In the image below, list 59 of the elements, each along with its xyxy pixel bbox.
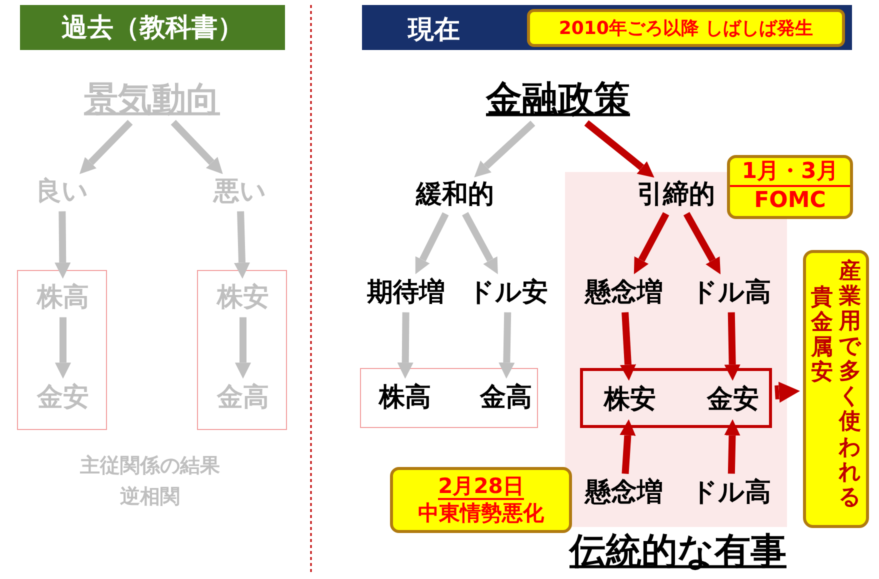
arrow — [620, 312, 636, 381]
vertical-callout — [803, 250, 869, 528]
callout-text: FOMC — [753, 187, 827, 215]
term-text: 株安 — [604, 386, 656, 414]
callout-text: 中東情勢悪化 — [418, 500, 544, 526]
badge — [390, 467, 572, 533]
note-text: 主従関係の結果 — [80, 454, 220, 476]
arrow — [397, 312, 414, 379]
arrow — [474, 120, 536, 178]
badge: 2010年ごろ以降 しばしば発生 — [527, 9, 845, 47]
term-text: 懸念増 — [585, 478, 663, 508]
title-text: 伝統的な有事 — [570, 532, 786, 572]
arrow — [54, 317, 72, 379]
callout-text: 1月・3月 — [730, 159, 850, 188]
term-text: ドル安 — [468, 278, 548, 308]
arrow — [462, 212, 498, 274]
header-text: 現在 — [408, 14, 460, 47]
term-text: 金高 — [480, 384, 532, 412]
arrow — [234, 211, 250, 279]
term-text: 悪い — [214, 178, 266, 206]
arrow — [415, 212, 449, 274]
term-text: 緩和的 — [416, 180, 494, 210]
arrow — [774, 382, 800, 403]
outline-box — [360, 368, 538, 428]
term-text: 景気動向 — [84, 81, 220, 119]
callout-text: 2月28日 — [438, 474, 524, 500]
arrow — [683, 212, 721, 274]
arrow — [170, 120, 223, 174]
term-text: 株安 — [217, 284, 269, 312]
arrow — [620, 419, 636, 474]
arrow — [724, 312, 740, 381]
badge — [727, 155, 853, 219]
arrow — [498, 312, 515, 379]
term-text: 良い — [36, 178, 88, 206]
outline-box — [197, 270, 287, 430]
outline-box — [17, 270, 107, 430]
term-text: ドル高 — [691, 278, 771, 308]
callout-text: 産業用で多く使われる — [838, 259, 862, 510]
term-text: 金融政策 — [486, 80, 630, 120]
arrow — [634, 212, 670, 274]
arrow — [54, 211, 71, 279]
arrow — [234, 317, 252, 379]
arrow — [584, 120, 654, 178]
callout-text: 貴金属安 — [810, 285, 834, 386]
term-text: 期待増 — [367, 278, 445, 308]
term-text: 懸念増 — [585, 278, 663, 308]
arrow — [79, 120, 133, 174]
header-band: 過去（教科書） — [20, 5, 285, 50]
term-text: 引締的 — [637, 180, 715, 210]
arrow — [724, 419, 740, 474]
note-text: 逆相関 — [120, 485, 180, 507]
term-text: 金安 — [707, 386, 759, 414]
term-text: 株高 — [37, 284, 89, 312]
term-text: ドル高 — [691, 478, 771, 508]
term-text: 金安 — [37, 384, 89, 412]
term-text: 株高 — [379, 384, 431, 412]
outline-box — [580, 368, 772, 428]
header-band — [362, 5, 852, 50]
term-text: 金高 — [217, 384, 269, 412]
